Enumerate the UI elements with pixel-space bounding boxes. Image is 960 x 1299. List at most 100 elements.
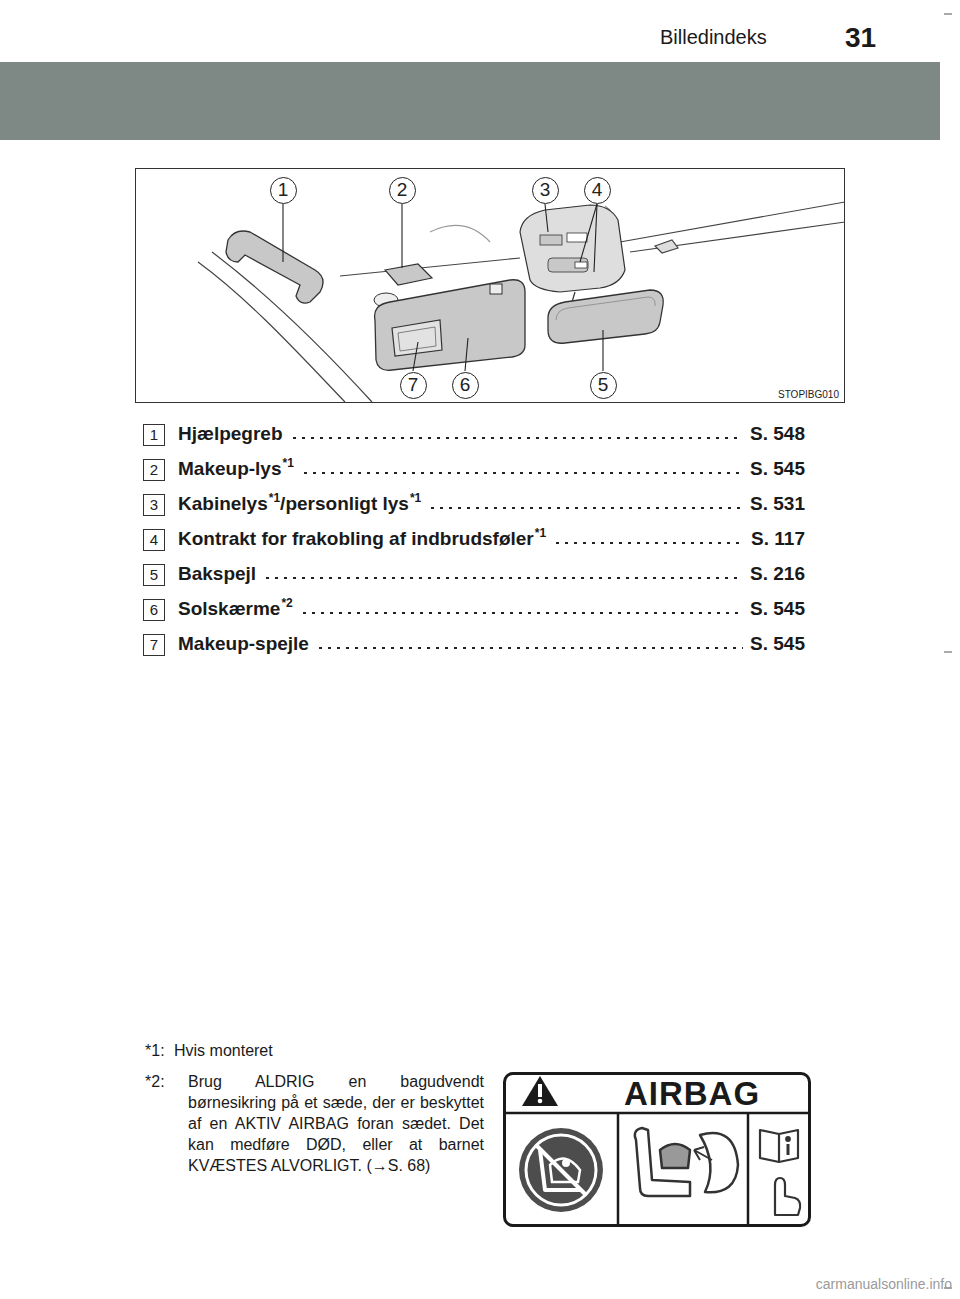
figure-frame [136, 169, 845, 403]
dot-leader [301, 471, 743, 475]
dot-leader [428, 506, 743, 510]
footnote-ref: *2 [281, 591, 292, 615]
overhead-console [540, 235, 562, 245]
list-marker: 4 [143, 529, 165, 551]
prohibition-icon [562, 1159, 570, 1167]
header-band [0, 62, 940, 140]
warning-heading: AIRBAG [506, 1075, 808, 1113]
callout-number: 7 [400, 372, 427, 399]
footnote-text: Brug ALDRIG en bagudvendt børnesikring p… [188, 1071, 484, 1176]
callout-number: 4 [150, 532, 158, 548]
index-entry: Makeup-spejleS. 545 [178, 632, 805, 656]
sun-visor [375, 280, 525, 371]
dot-leader [316, 646, 743, 650]
callout-number: 6 [452, 372, 479, 399]
panel-divider [747, 1113, 750, 1225]
vanity-light [385, 264, 432, 285]
airbag-seat-icon [694, 1147, 712, 1160]
callout-number: 2 [150, 462, 158, 478]
assist-grip [226, 231, 323, 303]
page-reference: S. 548 [750, 422, 805, 446]
entry-name: Kontrakt for frakobling af indbrudsføler [178, 527, 534, 551]
footnote-ref: *1 [269, 486, 280, 510]
warning-triangle [522, 1076, 558, 1106]
index-entry: HjælpegrebS. 548 [178, 422, 805, 446]
callout-number: 7 [408, 375, 419, 395]
airbag-seat-icon [660, 1144, 690, 1168]
airbag-seat-icon [635, 1128, 738, 1196]
overhead-console [520, 205, 625, 292]
footnote-mark: *1: [145, 1040, 165, 1061]
overhead-console [567, 233, 587, 242]
callout-number: 6 [150, 602, 158, 618]
footnote-ref: *1 [282, 451, 293, 475]
callout-number: 4 [592, 180, 603, 200]
panel-divider [617, 1113, 620, 1225]
list-marker: 5 [143, 564, 165, 586]
headliner-lines [430, 225, 490, 242]
callout-number: 3 [150, 497, 158, 513]
entry-name: Bakspejl [178, 562, 256, 586]
airbag-seat-icon [635, 1128, 690, 1196]
vanity-light [385, 264, 432, 285]
overhead-console [520, 205, 625, 302]
panel-divider [504, 1113, 810, 1225]
headliner-lines [340, 258, 520, 276]
overhead-console [548, 258, 588, 272]
entry-name: Makeup-lys [178, 457, 281, 481]
figure-frame [136, 169, 845, 403]
list-marker: 7 [143, 634, 165, 656]
sun-visor [374, 280, 525, 371]
rear-view-mirror [548, 290, 663, 343]
page-reference: S. 545 [750, 457, 805, 481]
manual-icon [760, 1130, 800, 1215]
rear-view-mirror [548, 290, 663, 343]
callout-number: 4 [584, 177, 611, 204]
warning-triangle [538, 1084, 542, 1097]
page-reference: S. 531 [750, 492, 805, 516]
dot-leader [300, 611, 743, 615]
page-reference: S. 117 [751, 527, 805, 551]
prohibition-icon [526, 1135, 596, 1205]
dot-leader [263, 576, 743, 580]
callout-number: 1 [278, 180, 289, 200]
entry-name: Makeup-spejle [178, 632, 309, 656]
crop-mark [944, 14, 952, 1288]
callout-number: 3 [532, 177, 559, 204]
page-heading: Billedindeks [660, 25, 767, 49]
assist-grip [226, 231, 323, 303]
entry-name: Solskærme [178, 597, 280, 621]
entry-name: Kabinelys [178, 492, 268, 516]
crop-mark [944, 14, 952, 15]
footnote-text: Hvis monteret [174, 1040, 273, 1061]
prohibition-icon [519, 1128, 603, 1212]
list-marker: 2 [143, 459, 165, 481]
overhead-console [575, 262, 587, 268]
manual-icon [786, 1137, 790, 1141]
callout-number: 6 [460, 375, 471, 395]
warning-triangle [538, 1099, 543, 1104]
list-marker: 6 [143, 599, 165, 621]
page-reference: S. 216 [750, 562, 805, 586]
dot-leader [553, 541, 744, 545]
footnote-ref: *1 [410, 486, 421, 510]
callout-number: 5 [150, 567, 158, 583]
dot-leader [290, 436, 744, 440]
header-band [0, 62, 940, 140]
headliner-lines [620, 202, 845, 242]
crop-mark [944, 652, 952, 653]
prohibition-icon [536, 1145, 586, 1195]
list-marker: 1 [143, 424, 165, 446]
manual-icon [760, 1130, 798, 1162]
leader-line [545, 204, 548, 232]
headliner-lines [655, 240, 678, 253]
watermark: carmanualsonline.info [816, 1276, 952, 1292]
leader-line [413, 342, 418, 371]
callout-number: 2 [389, 177, 416, 204]
callout-number: 2 [397, 180, 408, 200]
index-entry: Kabinelys*1/personligt lys*1S. 531 [178, 492, 805, 518]
leader-line [401, 204, 402, 268]
panel-divider [504, 1112, 810, 1115]
headliner-lines [630, 222, 845, 252]
callout-number: 3 [540, 180, 551, 200]
